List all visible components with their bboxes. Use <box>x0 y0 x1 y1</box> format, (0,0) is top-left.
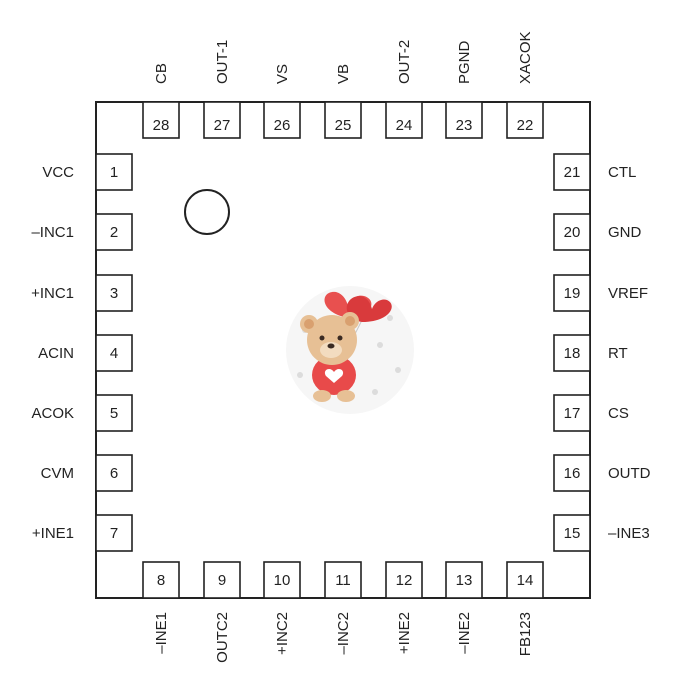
pin-number: 22 <box>517 117 534 134</box>
pin-label: –INE1 <box>153 612 170 654</box>
pin-label: +INC1 <box>31 285 74 302</box>
pin-8-pad <box>142 561 180 599</box>
pin-10-pad <box>263 561 301 599</box>
pin-number: 3 <box>110 285 118 302</box>
pin-1-pad <box>95 153 133 191</box>
pin-label: VCC <box>42 164 74 181</box>
pin-13-pad <box>445 561 483 599</box>
pin-19-pad <box>553 274 591 312</box>
pin-27-pad <box>203 101 241 139</box>
pin-label: +INC2 <box>274 612 291 655</box>
pin-number: 8 <box>157 572 165 589</box>
pin-label: GND <box>608 224 642 241</box>
pin-label: +INE1 <box>32 525 74 542</box>
pin-number: 5 <box>110 405 118 422</box>
pin-label: OUTC2 <box>214 612 231 663</box>
pin-number: 16 <box>564 465 581 482</box>
pin-number: 21 <box>564 164 581 181</box>
pin-label: CVM <box>41 465 74 482</box>
pin-number: 26 <box>274 117 291 134</box>
pin-number: 23 <box>456 117 473 134</box>
pin-number: 18 <box>564 345 581 362</box>
pin-number: 6 <box>110 465 118 482</box>
pin-number: 2 <box>110 224 118 241</box>
pin-label: VS <box>274 64 291 84</box>
pin-number: 10 <box>274 572 291 589</box>
pin-number: 4 <box>110 345 118 362</box>
pin-label: –INC2 <box>335 612 352 655</box>
pin-number: 1 <box>110 164 118 181</box>
pin-number: 19 <box>564 285 581 302</box>
pin-22-pad <box>506 101 544 139</box>
pin-number: 12 <box>396 572 413 589</box>
teddy-bear-illustration <box>286 286 414 414</box>
pin-label: ACIN <box>38 345 74 362</box>
pin-20-pad <box>553 213 591 251</box>
pin-14-pad <box>506 561 544 599</box>
pin-label: –INE2 <box>456 612 473 654</box>
pin-18-pad <box>553 334 591 372</box>
pin-number: 9 <box>218 572 226 589</box>
pin-number: 14 <box>517 572 534 589</box>
pin-label: VB <box>335 64 352 84</box>
pin-3-pad <box>95 274 133 312</box>
pin-number: 20 <box>564 224 581 241</box>
pin-4-pad <box>95 334 133 372</box>
pin-23-pad <box>445 101 483 139</box>
pin-number: 15 <box>564 525 581 542</box>
pin-7-pad <box>95 514 133 552</box>
pin-label: OUTD <box>608 465 651 482</box>
pin-2-pad <box>95 213 133 251</box>
pin-number: 13 <box>456 572 473 589</box>
pin-label: –INC1 <box>31 224 74 241</box>
pin-label: OUT-1 <box>214 40 231 84</box>
pin-label: XACOK <box>517 31 534 84</box>
pin-label: –INE3 <box>608 525 650 542</box>
pin-16-pad <box>553 454 591 492</box>
pin-25-pad <box>324 101 362 139</box>
pin-number: 24 <box>396 117 413 134</box>
pin-21-pad <box>553 153 591 191</box>
pin-11-pad <box>324 561 362 599</box>
pin-label: OUT-2 <box>396 40 413 84</box>
pin1-indicator-dot <box>184 189 230 235</box>
pin-number: 11 <box>335 572 351 589</box>
pin-6-pad <box>95 454 133 492</box>
pin-number: 17 <box>564 405 581 422</box>
pin-number: 7 <box>110 525 118 542</box>
pin-label: ACOK <box>31 405 74 422</box>
pin-number: 25 <box>335 117 352 134</box>
pin-label: RT <box>608 345 628 362</box>
pin-number: 27 <box>214 117 231 134</box>
pin-15-pad <box>553 514 591 552</box>
pin-label: PGND <box>456 40 473 84</box>
pin-label: CS <box>608 405 629 422</box>
pin-label: FB123 <box>517 612 534 656</box>
pin-label: +INE2 <box>396 612 413 654</box>
pin-28-pad <box>142 101 180 139</box>
pin-5-pad <box>95 394 133 432</box>
pin-26-pad <box>263 101 301 139</box>
pin-label: CB <box>153 63 170 84</box>
pin-label: VREF <box>608 285 648 302</box>
pin-24-pad <box>385 101 423 139</box>
pin-17-pad <box>553 394 591 432</box>
pin-9-pad <box>203 561 241 599</box>
pin-label: CTL <box>608 164 636 181</box>
pin-12-pad <box>385 561 423 599</box>
pin-number: 28 <box>153 117 170 134</box>
